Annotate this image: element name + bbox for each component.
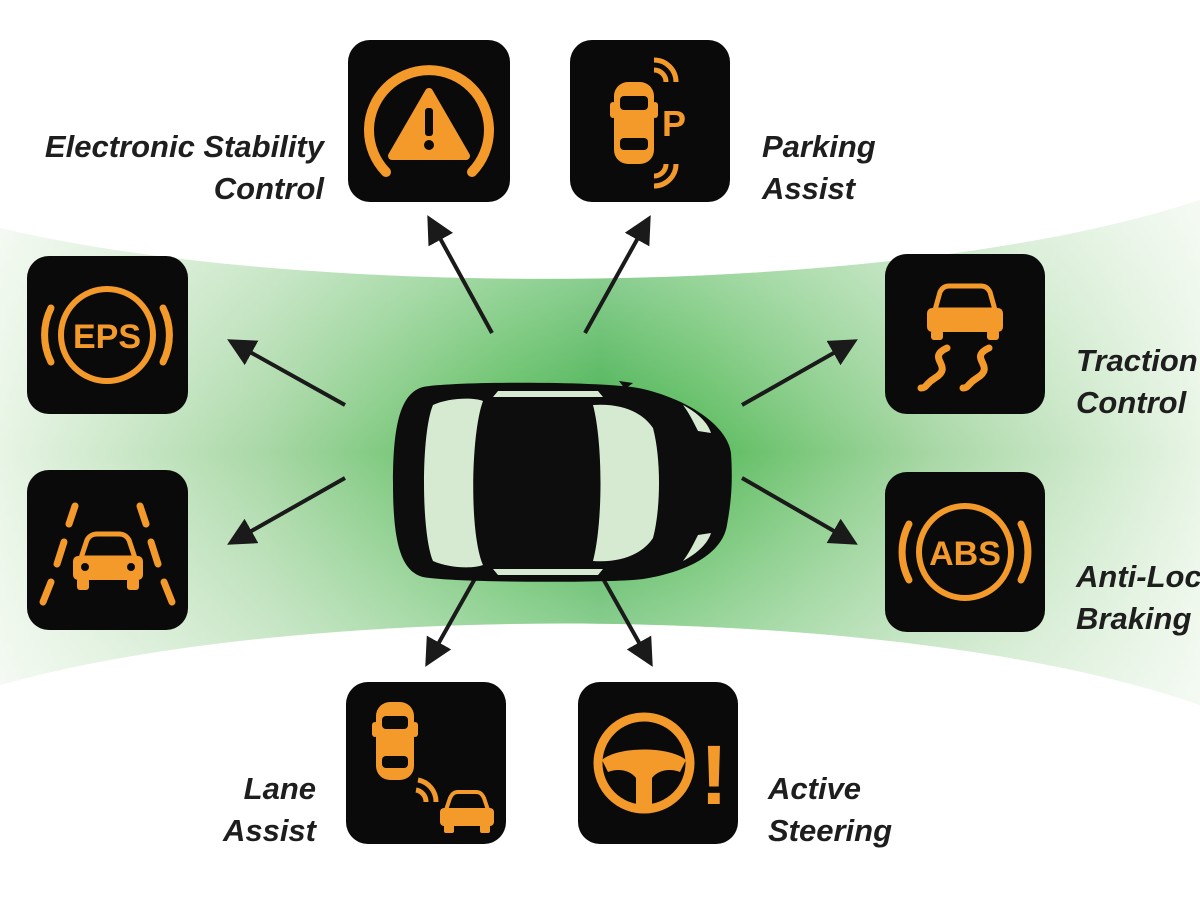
parking-feature: P [570, 40, 730, 202]
lane-assist-feature [346, 682, 506, 844]
arrow-to-traction [741, 339, 858, 407]
warning-triangle-circle-icon [364, 65, 494, 177]
eps-icon-tile [27, 256, 188, 414]
label-steering: Active Steering [768, 768, 892, 852]
arrow-to-eps [227, 339, 346, 407]
lane-departure-icon-tile [27, 470, 188, 630]
blind-spot-cars-icon [372, 702, 494, 833]
label-esc-line2: Control [213, 171, 324, 206]
label-esc-line1: Electronic Stability [44, 129, 324, 164]
label-traction: Traction Control [1076, 340, 1198, 424]
traction-feature [885, 254, 1045, 414]
abs-icon-tile [885, 472, 1045, 632]
label-parking-line2: Assist [762, 171, 856, 206]
label-traction-line2: Control [1076, 385, 1187, 420]
steering-exclamation: ! [700, 728, 728, 822]
label-lane-assist: Lane Assist [223, 768, 316, 852]
abs-text: ABS [929, 535, 1001, 573]
arrow-to-abs [741, 476, 858, 545]
label-lane-assist-line2: Assist [222, 813, 316, 848]
arrows [227, 215, 858, 667]
traction-icon-tile [885, 254, 1045, 414]
steering-wheel-warning-icon: ! [593, 712, 728, 822]
arrow-to-esc [427, 215, 494, 334]
parking-sensor-car-icon: P [610, 57, 686, 189]
label-abs-line2: Braking S [1076, 601, 1200, 636]
eps-icon: EPS [41, 286, 173, 384]
lane-departure-feature [27, 470, 188, 630]
label-parking: Parking Assist [762, 126, 876, 210]
esc-feature [348, 40, 510, 202]
label-steering-line2: Steering [768, 813, 893, 848]
label-traction-line1: Traction [1076, 343, 1198, 378]
car-top-view-icon [393, 381, 732, 582]
label-abs: Anti-Lock Braking S [1076, 556, 1200, 640]
arrow-to-parking [583, 215, 651, 334]
eps-text: EPS [73, 318, 141, 356]
label-lane-assist-line1: Lane [243, 771, 316, 806]
arrow-to-lane-departure [227, 476, 346, 545]
label-parking-line1: Parking [762, 129, 876, 164]
eps-feature: EPS [27, 256, 188, 414]
abs-feature: ABS [885, 472, 1045, 632]
steering-feature: ! [578, 682, 738, 844]
label-steering-line1: Active [768, 771, 862, 806]
lane-departure-car-icon [39, 502, 176, 606]
skidding-car-icon [917, 283, 1003, 392]
abs-icon: ABS [898, 503, 1032, 601]
parking-p-glyph: P [662, 103, 686, 144]
label-esc: Electronic Stability Control [45, 126, 324, 210]
label-abs-line1: Anti-Lock [1076, 559, 1200, 594]
